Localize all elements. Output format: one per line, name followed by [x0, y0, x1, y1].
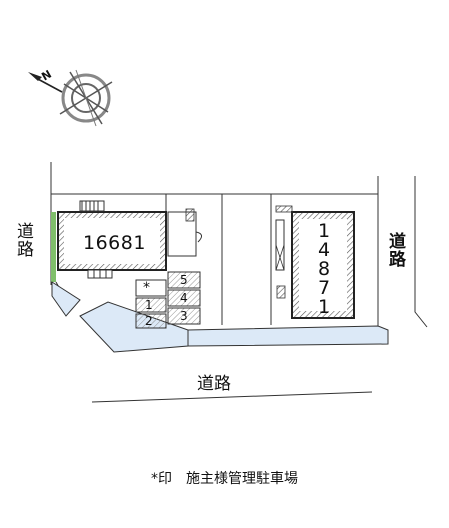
parking-slot-4-label: 4 [180, 291, 188, 305]
parking-marker-label: * [143, 280, 150, 296]
parking-slot-3-label: 3 [180, 309, 188, 323]
building-a-number: 16681 [83, 232, 146, 254]
parking-slot-5-label: 5 [180, 273, 188, 287]
legend-note: *印 施主様管理駐車場 [151, 471, 298, 487]
parking-slot-3 [167, 307, 201, 325]
building-a [57, 200, 202, 279]
parking-slot-5 [167, 271, 201, 289]
road-edge-right [414, 176, 428, 328]
sidewalk-right [187, 325, 389, 347]
parking-slot-2 [135, 313, 167, 329]
parking-slot-4 [167, 289, 201, 307]
compass-rose [28, 69, 113, 127]
sidewalk-left [51, 281, 81, 317]
road-label-bottom: 道路 [197, 374, 231, 394]
parking-slot-1-label: 1 [145, 298, 153, 312]
road-label-left: 道路 [13, 222, 33, 258]
parking-slot-2-label: 2 [145, 314, 153, 328]
green-strip [51, 212, 56, 282]
parking-slot-marker [135, 279, 167, 297]
parking-slot-1 [135, 297, 167, 313]
road-label-right: 道路 [385, 232, 405, 268]
building-b-number: 1 4 8 7 1 [317, 220, 331, 318]
road-edge-bottom [91, 391, 373, 403]
building-b [275, 205, 355, 319]
parking-area [135, 271, 201, 329]
